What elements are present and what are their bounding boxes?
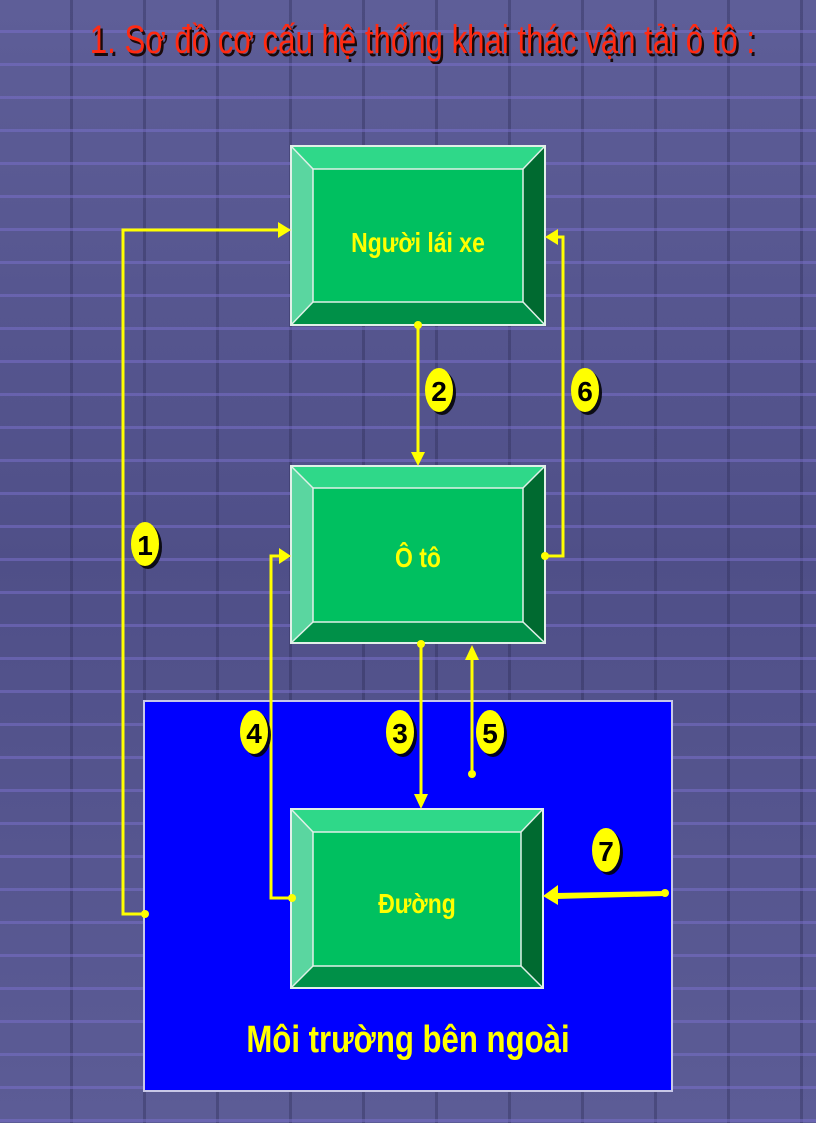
connection-2-arrow (411, 321, 425, 466)
badge-4: 4 (240, 710, 271, 757)
connection-6-arrow (541, 229, 565, 560)
badge-2: 2 (425, 368, 456, 415)
svg-text:7: 7 (598, 836, 614, 867)
environment-label: Môi trường bên ngoài (246, 1019, 569, 1061)
connection-5-arrow (465, 645, 479, 778)
badge-3: 3 (386, 710, 417, 757)
car-box: Ô tô (290, 465, 546, 644)
connection-7-arrow (543, 885, 669, 905)
car-label: Ô tô (395, 541, 441, 574)
driver-label: Người lái xe (351, 228, 485, 259)
svg-text:4: 4 (246, 718, 262, 749)
road-label: Đường (378, 889, 456, 920)
badge-7: 7 (592, 828, 623, 875)
road-box: Đường (290, 808, 544, 989)
svg-text:1: 1 (137, 530, 153, 561)
badge-6: 6 (571, 368, 602, 415)
svg-text:3: 3 (392, 718, 408, 749)
svg-text:5: 5 (482, 718, 498, 749)
badge-5: 5 (476, 710, 507, 757)
slide-title: 1. Sơ đồ cơ cấu hệ thống khai thác vận t… (89, 18, 756, 62)
driver-box: Người lái xe (290, 145, 546, 326)
connection-1-arrow (121, 222, 291, 918)
connection-4-arrow (269, 548, 296, 902)
connection-3-arrow (414, 640, 428, 809)
svg-text:2: 2 (431, 376, 447, 407)
badge-1: 1 (131, 522, 162, 569)
svg-text:6: 6 (577, 376, 593, 407)
